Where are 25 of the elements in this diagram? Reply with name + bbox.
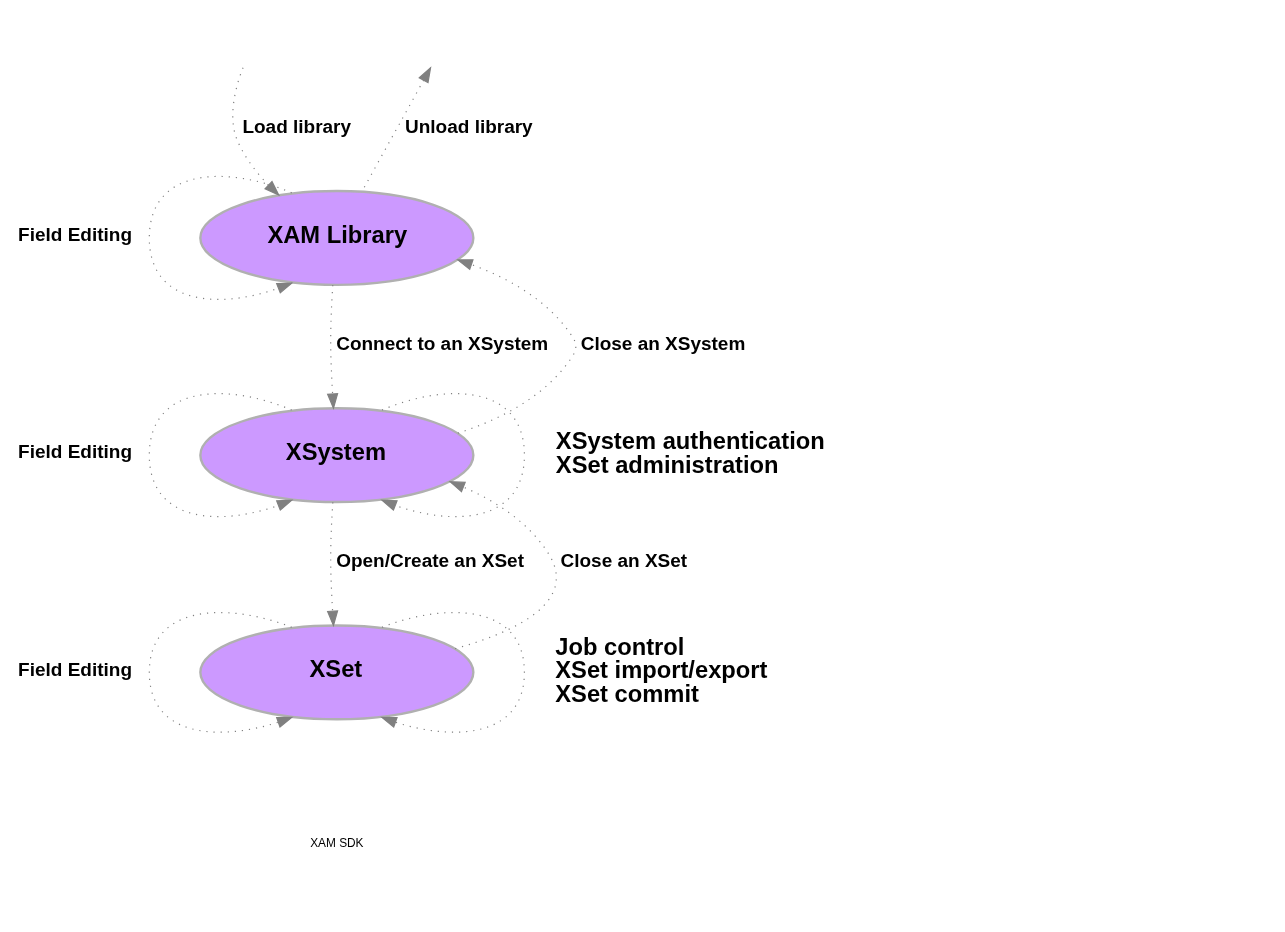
edge-label: Unload library [405, 115, 533, 137]
arrow [380, 393, 525, 518]
arrow [326, 284, 339, 411]
label: XAM SDK [310, 835, 364, 850]
edge-label: Connect to an XSystem [336, 332, 549, 354]
node-ellipse: XSystem [199, 407, 475, 504]
arrow [148, 176, 294, 301]
edge-label: Open/Create an XSet [336, 550, 524, 572]
edge-label: Field Editing [18, 441, 132, 463]
arrow [326, 501, 339, 628]
arrow [380, 612, 525, 733]
label: XSet import/export [555, 657, 768, 684]
arrow [148, 393, 294, 518]
arrow [232, 67, 281, 197]
edge-label: Load library [242, 115, 352, 137]
label: XSystem authentication [555, 428, 825, 455]
node-ellipse: XSet [199, 624, 475, 721]
edge-label: Field Editing [18, 224, 132, 246]
edge-label: Close an XSet [560, 550, 688, 572]
arrow [448, 480, 557, 650]
edge-label: Field Editing [18, 658, 132, 680]
edge-label: Close an XSystem [580, 332, 746, 354]
arrow [148, 612, 294, 733]
arrow [456, 259, 577, 434]
label: Job control [555, 633, 685, 660]
